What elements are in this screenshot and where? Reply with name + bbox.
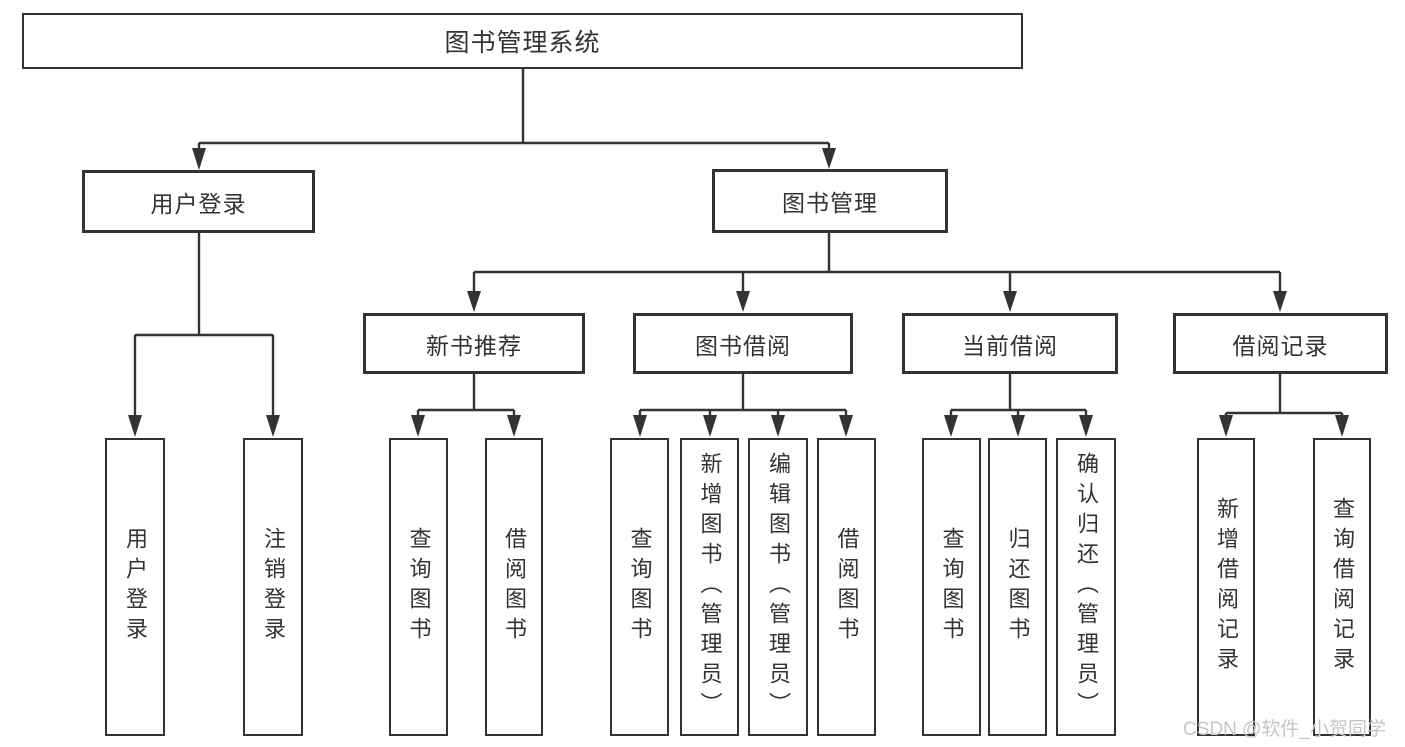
- leaf-label: 查询图书: [627, 527, 653, 647]
- node-book-borrow: 图书借阅: [633, 313, 853, 374]
- leaf-label: 确认归还（管理员）: [1074, 452, 1099, 722]
- node-label: 图书借阅: [695, 332, 791, 359]
- leaf-query-books: 查询图书: [610, 438, 669, 736]
- watermark: CSDN @软件_小贺同学: [1183, 719, 1386, 740]
- leaf-query-books-recommend: 查询图书: [389, 438, 448, 736]
- node-label: 用户登录: [150, 190, 247, 217]
- node-label: 当前借阅: [962, 332, 1058, 359]
- leaf-logout: 注销登录: [243, 438, 303, 736]
- node-library-management-system: 图书管理系统: [22, 13, 1023, 69]
- node-book-management: 图书管理: [712, 169, 948, 233]
- leaf-label: 用户登录: [123, 527, 148, 647]
- leaf-label: 编辑图书（管理员）: [766, 452, 791, 722]
- node-user-login: 用户登录: [82, 170, 315, 233]
- leaf-add-borrow-record: 新增借阅记录: [1197, 438, 1255, 736]
- node-label: 借阅记录: [1232, 332, 1329, 359]
- leaf-label: 查询图书: [939, 527, 965, 647]
- leaf-label: 借阅图书: [502, 527, 527, 647]
- leaf-borrow-books-recommend: 借阅图书: [485, 438, 543, 736]
- node-current-borrow: 当前借阅: [902, 313, 1118, 374]
- node-label: 新书推荐: [426, 332, 522, 359]
- leaf-confirm-return-admin: 确认归还（管理员）: [1056, 438, 1116, 736]
- leaf-label: 查询图书: [406, 527, 432, 647]
- leaf-label: 借阅图书: [834, 527, 860, 647]
- node-borrow-record: 借阅记录: [1173, 313, 1388, 374]
- leaf-label: 新增图书（管理员）: [697, 452, 723, 722]
- leaf-label: 注销登录: [261, 527, 286, 647]
- leaf-query-books-current: 查询图书: [922, 438, 981, 736]
- node-new-book-recommend: 新书推荐: [363, 313, 585, 374]
- leaf-label: 查询借阅记录: [1330, 497, 1355, 677]
- leaf-add-books-admin: 新增图书（管理员）: [680, 438, 739, 736]
- arrowheads: [128, 148, 1349, 437]
- leaf-edit-books-admin: 编辑图书（管理员）: [748, 438, 808, 736]
- leaf-return-books: 归还图书: [988, 438, 1047, 736]
- node-label: 图书管理系统: [444, 29, 601, 57]
- leaf-user-login: 用户登录: [105, 438, 165, 736]
- node-label: 图书管理: [782, 190, 878, 216]
- leaf-label: 归还图书: [1005, 527, 1031, 647]
- leaf-label: 新增借阅记录: [1214, 497, 1239, 677]
- leaf-query-borrow-record: 查询借阅记录: [1313, 438, 1371, 736]
- leaf-borrow-books: 借阅图书: [817, 438, 876, 736]
